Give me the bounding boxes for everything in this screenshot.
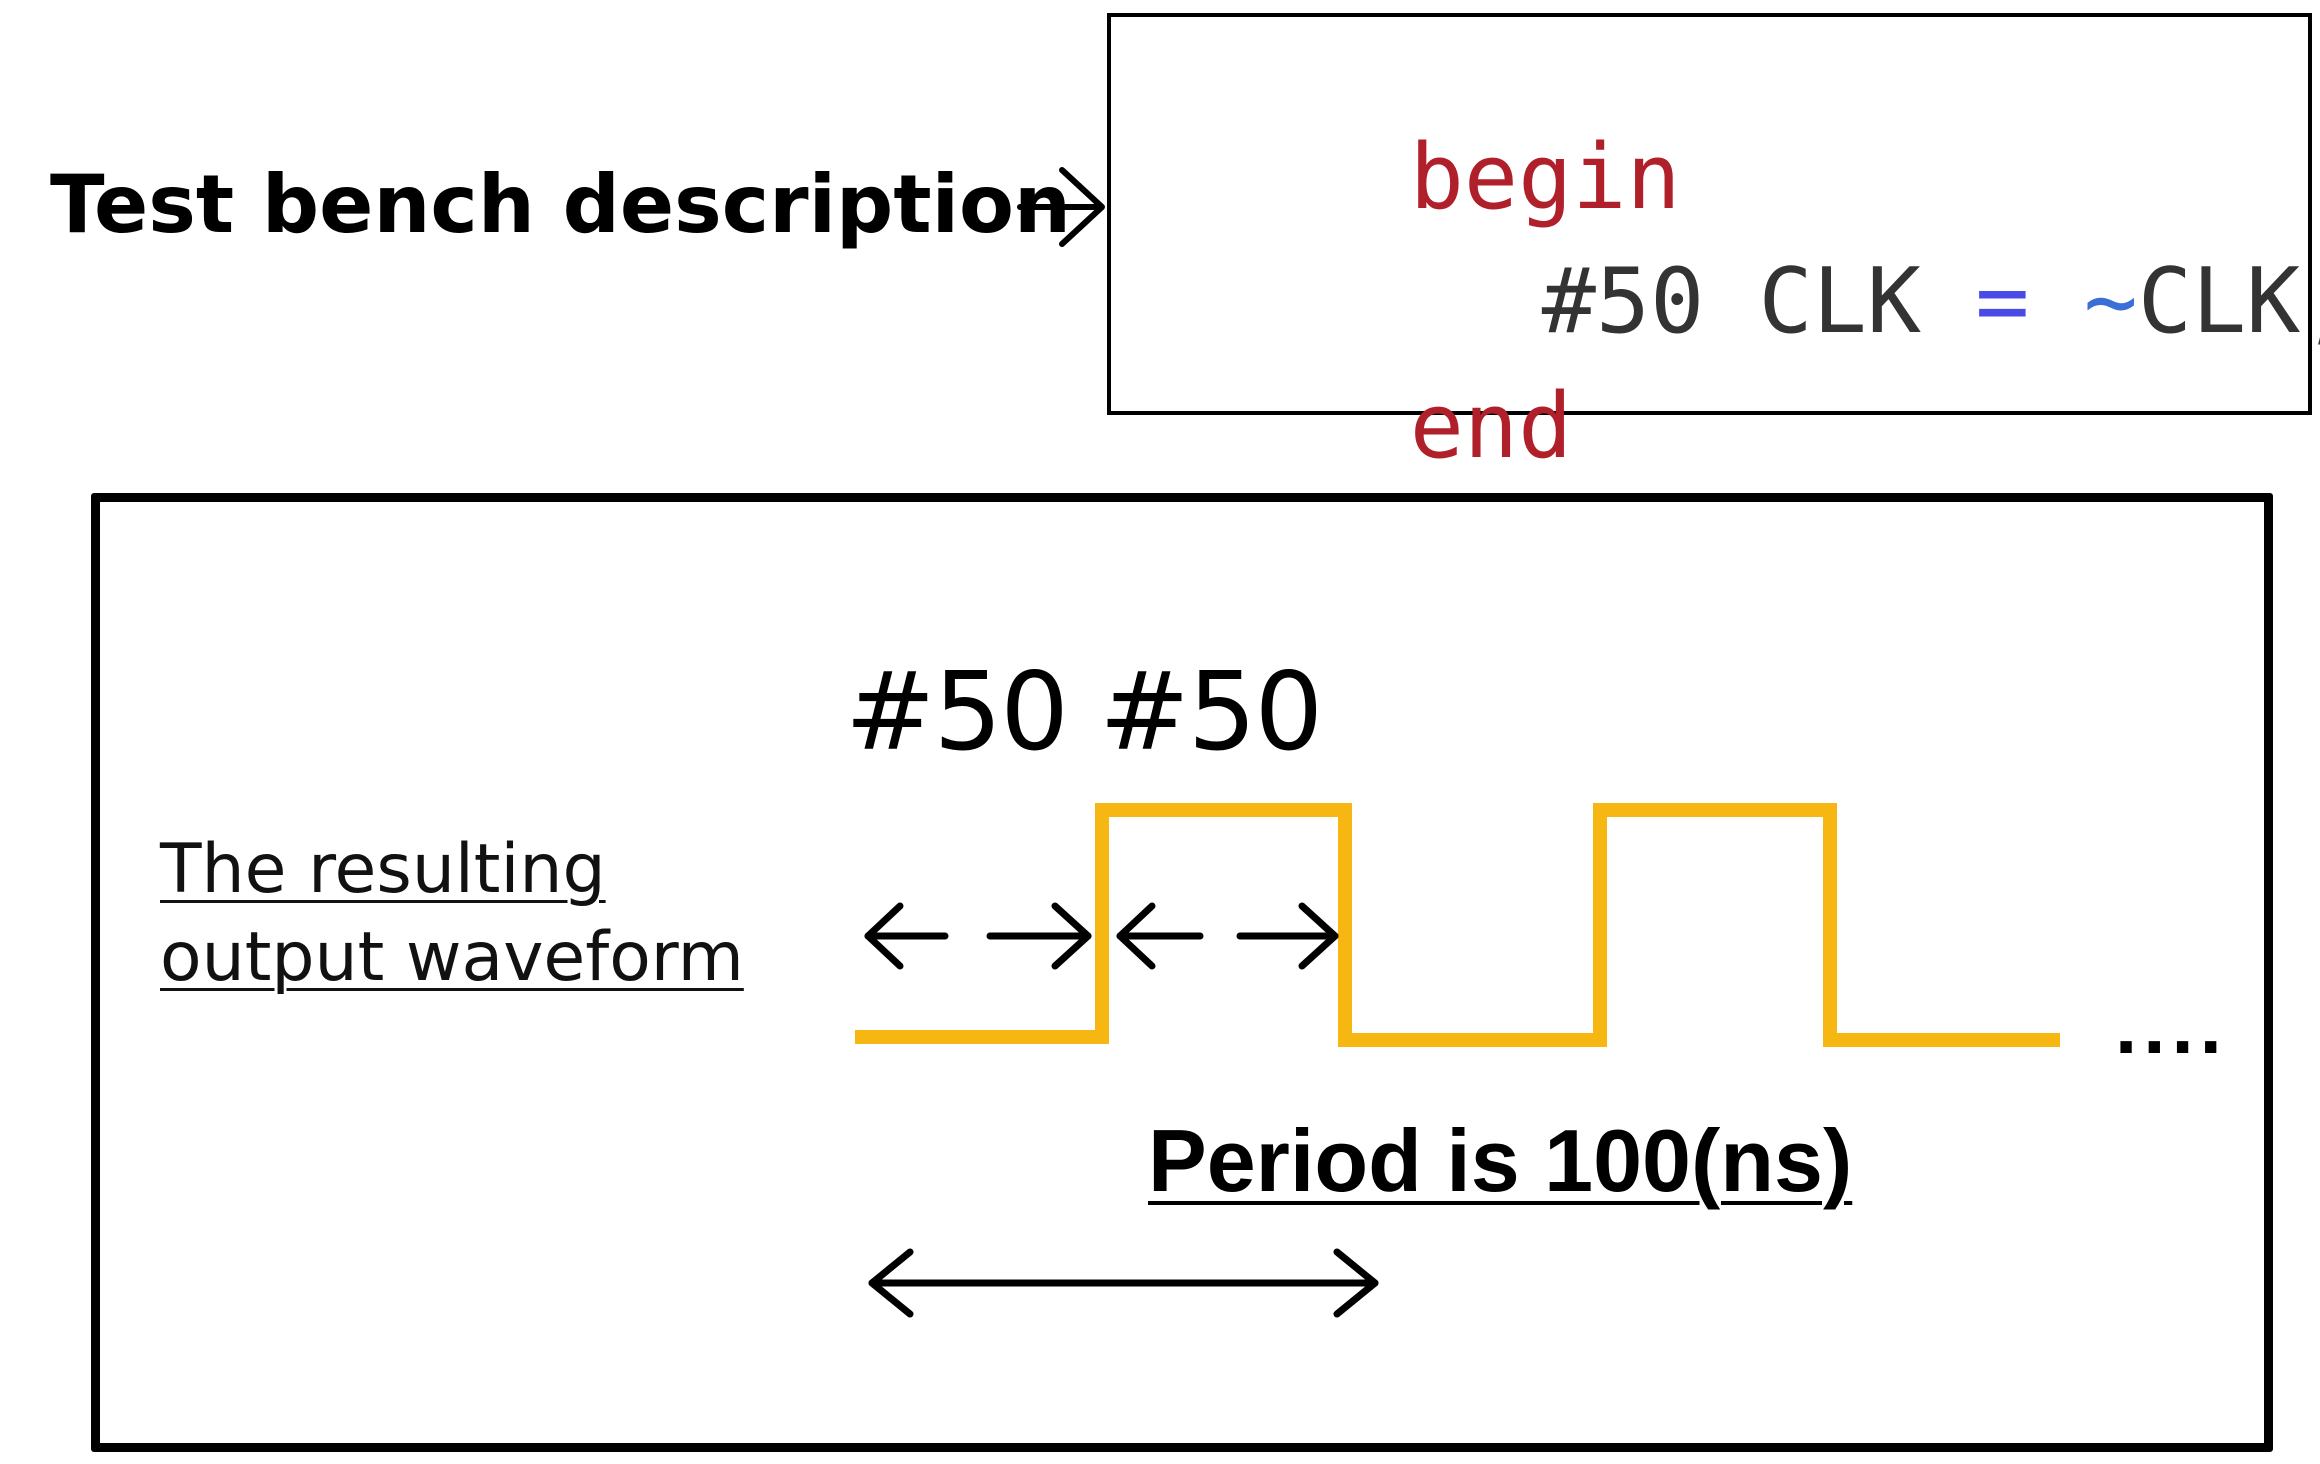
code-line-begin: begin — [1193, 43, 1681, 313]
delay-arrows-second — [1116, 902, 1339, 970]
code-box: begin #50 CLK = ~CLK; end — [1107, 13, 2320, 472]
code-operator: = — [1975, 249, 2030, 354]
heading-arrow-icon — [1017, 167, 1105, 247]
waveform-panel — [91, 493, 2273, 1452]
code-tilde: ~ — [2083, 249, 2138, 354]
clock-waveform — [855, 803, 2060, 1047]
delay-labels: #50 #50 — [845, 650, 1323, 775]
period-arrow — [868, 1248, 1379, 1318]
delay-label-1: #50 — [845, 650, 1069, 775]
code-signal: CLK — [1758, 249, 1922, 354]
keyword-end: end — [1409, 374, 1573, 479]
code-line-assign: #50 CLK = ~CLK; — [1325, 167, 2320, 437]
delay-label-2: #50 — [1099, 650, 1323, 775]
waveform-label-line2: output waveform — [160, 918, 744, 997]
waveform-label-line1: The resulting — [160, 830, 606, 909]
keyword-begin: begin — [1409, 125, 1681, 230]
waveform-label: The resulting output waveform — [160, 826, 744, 1002]
test-bench-heading: Test bench description — [50, 158, 1071, 251]
code-line-end: end — [1193, 292, 1573, 562]
continuation-dots: .... — [2115, 981, 2228, 1070]
code-delay: #50 — [1541, 249, 1705, 354]
delay-arrows-first — [864, 902, 1092, 970]
period-label: Period is 100(ns) — [1148, 1111, 1853, 1210]
code-rhs: CLK; — [2137, 249, 2320, 354]
